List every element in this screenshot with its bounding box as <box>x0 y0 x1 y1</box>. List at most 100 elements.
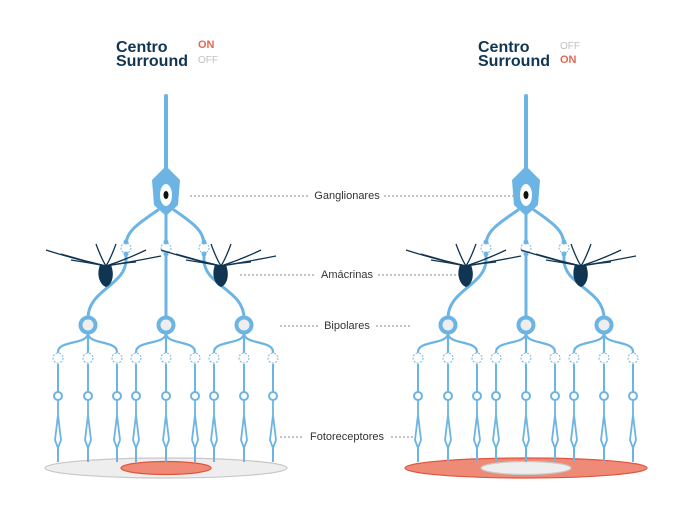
synapse-icon <box>267 352 279 364</box>
bipolar-soma <box>516 315 536 335</box>
photoreceptor-outer-segment <box>240 400 248 451</box>
ganglion-dendrite <box>532 208 606 320</box>
photoreceptor-outer-segment <box>444 400 452 451</box>
amacrine-dendrite <box>465 243 477 267</box>
photoreceptor-soma <box>443 391 453 401</box>
amacrine-dendrite <box>210 243 222 267</box>
photoreceptor-outer-segment <box>113 400 121 451</box>
photoreceptor-soma <box>413 391 423 401</box>
bipolar-dendrite <box>602 331 635 354</box>
label-fotoreceptores: Fotoreceptores <box>307 431 387 443</box>
photoreceptor-outer-segment <box>570 400 578 451</box>
amacrine-dendrite <box>220 261 252 267</box>
synapse-dot <box>483 251 489 257</box>
photoreceptor-outer-segment <box>84 400 92 451</box>
photoreceptor-outer-segment <box>629 400 637 451</box>
label-ganglionares: Ganglionares <box>311 190 383 202</box>
photoreceptor <box>189 352 201 462</box>
photoreceptor <box>568 352 580 462</box>
amacrine-cell <box>45 243 162 287</box>
photoreceptor-soma <box>161 391 171 401</box>
bipolar-dendrite <box>572 331 606 354</box>
photoreceptor-outer-segment <box>210 400 218 451</box>
photoreceptor-soma <box>472 391 482 401</box>
photoreceptor-outer-segment <box>551 400 559 451</box>
photoreceptor <box>471 352 483 462</box>
synapse-icon <box>520 352 532 364</box>
legend-surround-label: Surround <box>116 53 188 70</box>
synapse-icon <box>568 352 580 364</box>
amacrine-dendrite <box>545 259 582 267</box>
photoreceptor-soma <box>628 391 638 401</box>
photoreceptor-soma <box>599 391 609 401</box>
synapse-dot <box>123 251 129 257</box>
amacrine-dendrite <box>465 261 497 267</box>
photoreceptor-soma <box>209 391 219 401</box>
bipolar-dendrite <box>416 331 450 354</box>
synapse-dot <box>201 251 207 257</box>
synapse-dot <box>201 239 207 245</box>
bipolar-cell <box>568 315 639 462</box>
amacrine-dendrite <box>455 243 467 267</box>
synapse-icon <box>412 352 424 364</box>
photoreceptor-outer-segment <box>269 400 277 451</box>
photoreceptor-outer-segment <box>54 400 62 451</box>
ganglion-dendrite <box>86 208 160 320</box>
photoreceptor <box>490 352 502 462</box>
photoreceptor-outer-segment <box>600 400 608 451</box>
photoreceptor <box>238 352 250 462</box>
synapse-icon <box>111 352 123 364</box>
bipolar-cell <box>208 315 279 462</box>
photoreceptor <box>598 352 610 462</box>
ganglion-dendrite <box>446 208 520 320</box>
bipolar-cell <box>130 315 201 462</box>
photoreceptor-outer-segment <box>162 400 170 451</box>
photoreceptor-outer-segment <box>414 400 422 451</box>
synapse-icon <box>82 352 94 364</box>
legend-centro-value: ON <box>198 39 215 51</box>
photoreceptor <box>160 352 172 462</box>
bipolar-dendrite <box>524 331 557 354</box>
synapse-icon <box>627 352 639 364</box>
photoreceptor <box>130 352 142 462</box>
photoreceptor <box>442 352 454 462</box>
amacrine-cell <box>160 243 277 287</box>
amacrine-soma <box>573 265 588 287</box>
synapse-icon <box>52 352 64 364</box>
bipolar-dendrite <box>86 331 119 354</box>
synapse-icon <box>160 352 172 364</box>
amacrine-dendrite <box>430 259 467 267</box>
photoreceptor-soma <box>268 391 278 401</box>
photoreceptor-soma <box>131 391 141 401</box>
bipolar-dendrite <box>134 331 168 354</box>
label-bipolares: Bipolares <box>321 320 373 332</box>
synapse-icon <box>189 352 201 364</box>
ganglion-nucleolus <box>163 191 169 199</box>
bipolar-dendrite <box>242 331 275 354</box>
synapse-dot <box>163 251 169 257</box>
synapse-dot <box>523 251 529 257</box>
bipolar-soma <box>78 315 98 335</box>
synapse-dot <box>561 239 567 245</box>
photoreceptor-outer-segment <box>191 400 199 451</box>
photoreceptor <box>267 352 279 462</box>
synapse-icon <box>130 352 142 364</box>
bipolar-cell <box>412 315 483 462</box>
amacrine-dendrite <box>95 243 107 267</box>
amacrine-cell <box>520 243 637 287</box>
amacrine-cell <box>405 243 522 287</box>
bipolar-dendrite <box>494 331 528 354</box>
photoreceptor-outer-segment <box>132 400 140 451</box>
bipolar-soma <box>438 315 458 335</box>
synapse-icon <box>208 352 220 364</box>
photoreceptor-soma <box>550 391 560 401</box>
legend-surround-value: ON <box>560 54 577 66</box>
legend-centro-label: Centro <box>116 39 168 56</box>
bipolar-soma <box>594 315 614 335</box>
photoreceptor-soma <box>190 391 200 401</box>
photoreceptor-soma <box>112 391 122 401</box>
receptive-field-center <box>480 460 572 476</box>
bipolar-dendrite <box>56 331 90 354</box>
ganglion-nucleolus <box>523 191 529 199</box>
